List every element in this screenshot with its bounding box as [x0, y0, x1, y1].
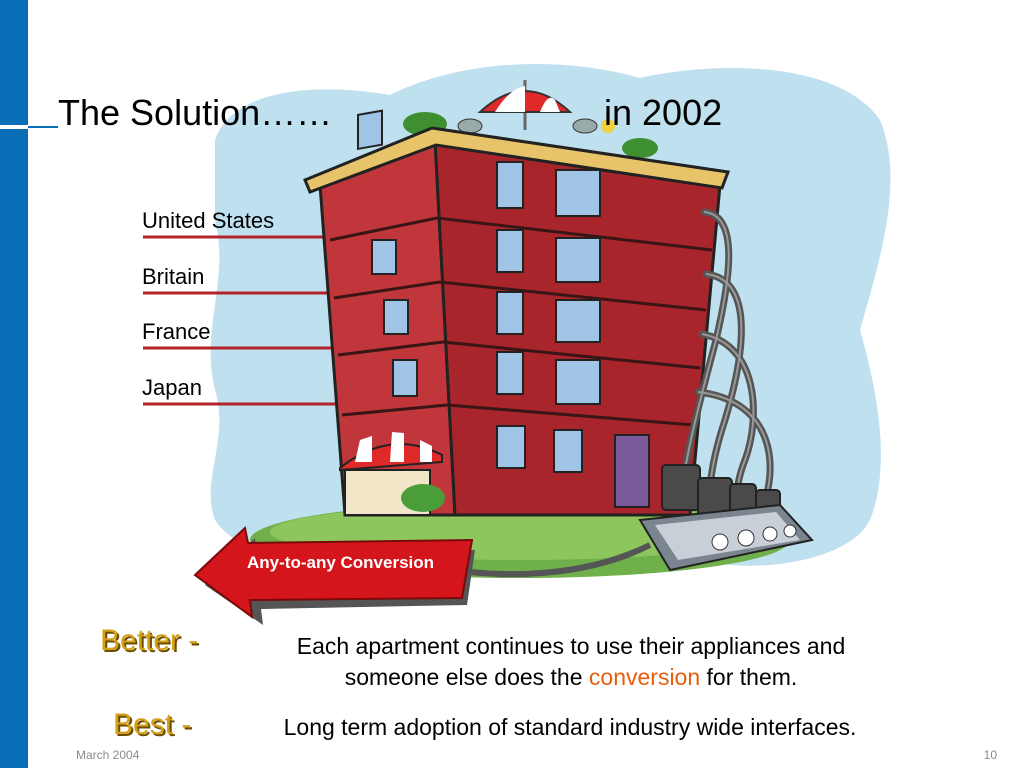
accent-bar-rule — [28, 126, 58, 128]
best-description: Long term adoption of standard industry … — [283, 714, 857, 740]
country-united-states: United States — [142, 208, 275, 233]
best-label: Best - — [113, 708, 192, 741]
better-description: Each apartment continues to use their ap… — [250, 631, 892, 693]
country-france: France — [142, 319, 211, 344]
better-text-before: Each apartment continues to use their ap… — [296, 633, 846, 690]
accent-bar-notch — [0, 125, 28, 129]
better-text-after: for them. — [706, 664, 798, 690]
conversion-highlight: conversion — [588, 664, 701, 690]
conversion-arrow-label: Any-to-any Conversion — [247, 553, 435, 572]
better-label: Better - — [100, 624, 199, 657]
power-strip-icon — [469, 503, 814, 578]
page-number: 10 — [983, 748, 997, 762]
country-britain: Britain — [142, 264, 205, 289]
footer-date: March 2004 — [76, 748, 140, 762]
country-japan: Japan — [142, 375, 202, 400]
slide-title: The Solution…… — [58, 92, 333, 133]
building-roof — [303, 126, 731, 194]
conversion-arrow — [193, 526, 475, 625]
awning-icon — [339, 432, 445, 516]
slide-title-year: in 2002 — [604, 92, 723, 133]
building-door — [614, 434, 650, 508]
umbrella-icon — [457, 80, 598, 134]
